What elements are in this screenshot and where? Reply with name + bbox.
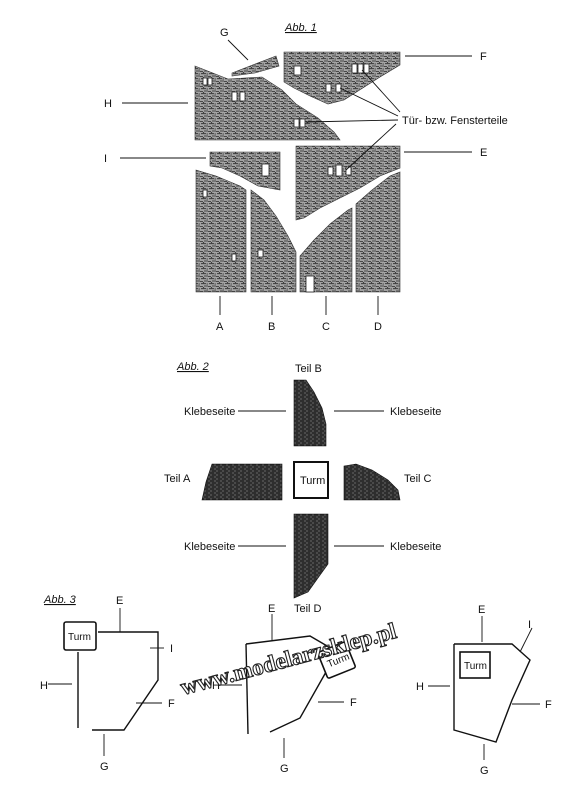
abb3-v3-tower-label: Turm: [464, 661, 487, 672]
abb2-teil-d-label: Teil D: [294, 603, 322, 615]
abb3-v2-label-h: H: [212, 680, 220, 692]
abb3-v2-wall-h: [245, 643, 249, 735]
abb2-teil-d: [293, 513, 329, 599]
abb3-variant-1: [48, 608, 164, 756]
abb1-label-i: I: [104, 153, 107, 165]
abb3-v3-label-g: G: [480, 765, 489, 777]
abb1-piece-i: [209, 151, 281, 191]
abb3-title: Abb. 3: [43, 594, 77, 606]
abb3-v3-outline: [453, 643, 531, 743]
abb3-v1-tower-label: Turm: [68, 632, 91, 643]
abb2-teil-a-label: Teil A: [164, 473, 191, 485]
abb1-piece-f: [283, 51, 401, 105]
abb1-piece-d: [355, 171, 401, 293]
abb2-klebeseite-bottom-right: Klebeseite: [390, 541, 441, 553]
abb3-v3-label-f: F: [545, 699, 552, 711]
abb1-piece-c: [299, 207, 353, 293]
watermark: www.modelarzsklep.pl: [178, 618, 399, 700]
abb1-label-e: E: [480, 147, 487, 159]
abb1-label-f: F: [480, 51, 487, 63]
abb2-tower-label: Turm: [300, 475, 325, 487]
abb3-v2-label-g: G: [280, 763, 289, 775]
abb3-v3-label-h: H: [416, 681, 424, 693]
abb3-v1-outline: [92, 631, 159, 731]
abb3-v1-label-f: F: [168, 698, 175, 710]
abb3-v2-top: [245, 635, 335, 651]
abb2-figure: Abb. 2 Teil B Klebeseite Klebeseite Teil…: [164, 361, 441, 615]
abb1-label-b: B: [268, 321, 275, 333]
abb3-variant-2: [220, 614, 356, 758]
abb1-piece-b: [250, 189, 297, 293]
abb1-leader-lines: [120, 39, 472, 315]
abb3-v2-label-f: F: [350, 697, 357, 709]
abb3-v2-side: [269, 671, 327, 733]
abb3-v3-label-i: I: [528, 619, 531, 631]
abb2-teil-c: [343, 463, 401, 501]
abb3-variant-3: [428, 616, 540, 760]
abb1-label-g: G: [220, 27, 229, 39]
abb2-klebeseite-bottom-left: Klebeseite: [184, 541, 235, 553]
abb3-v1-label-g: G: [100, 761, 109, 773]
abb3-v1-label-e: E: [116, 595, 123, 607]
abb1-label-d: D: [374, 321, 382, 333]
abb3-v3-label-e: E: [478, 604, 485, 616]
abb3-v1-label-h: H: [40, 680, 48, 692]
abb3-v1-label-i: I: [170, 643, 173, 655]
abb1-label-h: H: [104, 98, 112, 110]
abb1-label-a: A: [216, 321, 224, 333]
abb2-klebeseite-top-right: Klebeseite: [390, 406, 441, 418]
abb2-teil-b: [293, 379, 327, 447]
abb2-teil-c-label: Teil C: [404, 473, 432, 485]
abb2-teil-a: [201, 463, 283, 501]
abb1-piece-e: [295, 145, 401, 221]
abb2-teil-b-label: Teil B: [295, 363, 322, 375]
abb1-title: Abb. 1: [284, 22, 317, 34]
abb1-piece-g: [231, 55, 280, 77]
abb3-figure: Abb. 3 Turm E I H F G: [40, 594, 552, 777]
abb1-door-window-label: Tür- bzw. Fensterteile: [402, 115, 508, 127]
abb2-tower-box: Turm: [293, 461, 329, 499]
abb1-window-parts: [202, 63, 370, 262]
abb1-figure: Abb. 1: [104, 22, 508, 333]
abb3-v2-label-e: E: [268, 603, 275, 615]
abb1-piece-a: [195, 169, 247, 293]
abb2-title: Abb. 2: [176, 361, 209, 373]
abb1-label-c: C: [322, 321, 330, 333]
abb2-klebeseite-top-left: Klebeseite: [184, 406, 235, 418]
